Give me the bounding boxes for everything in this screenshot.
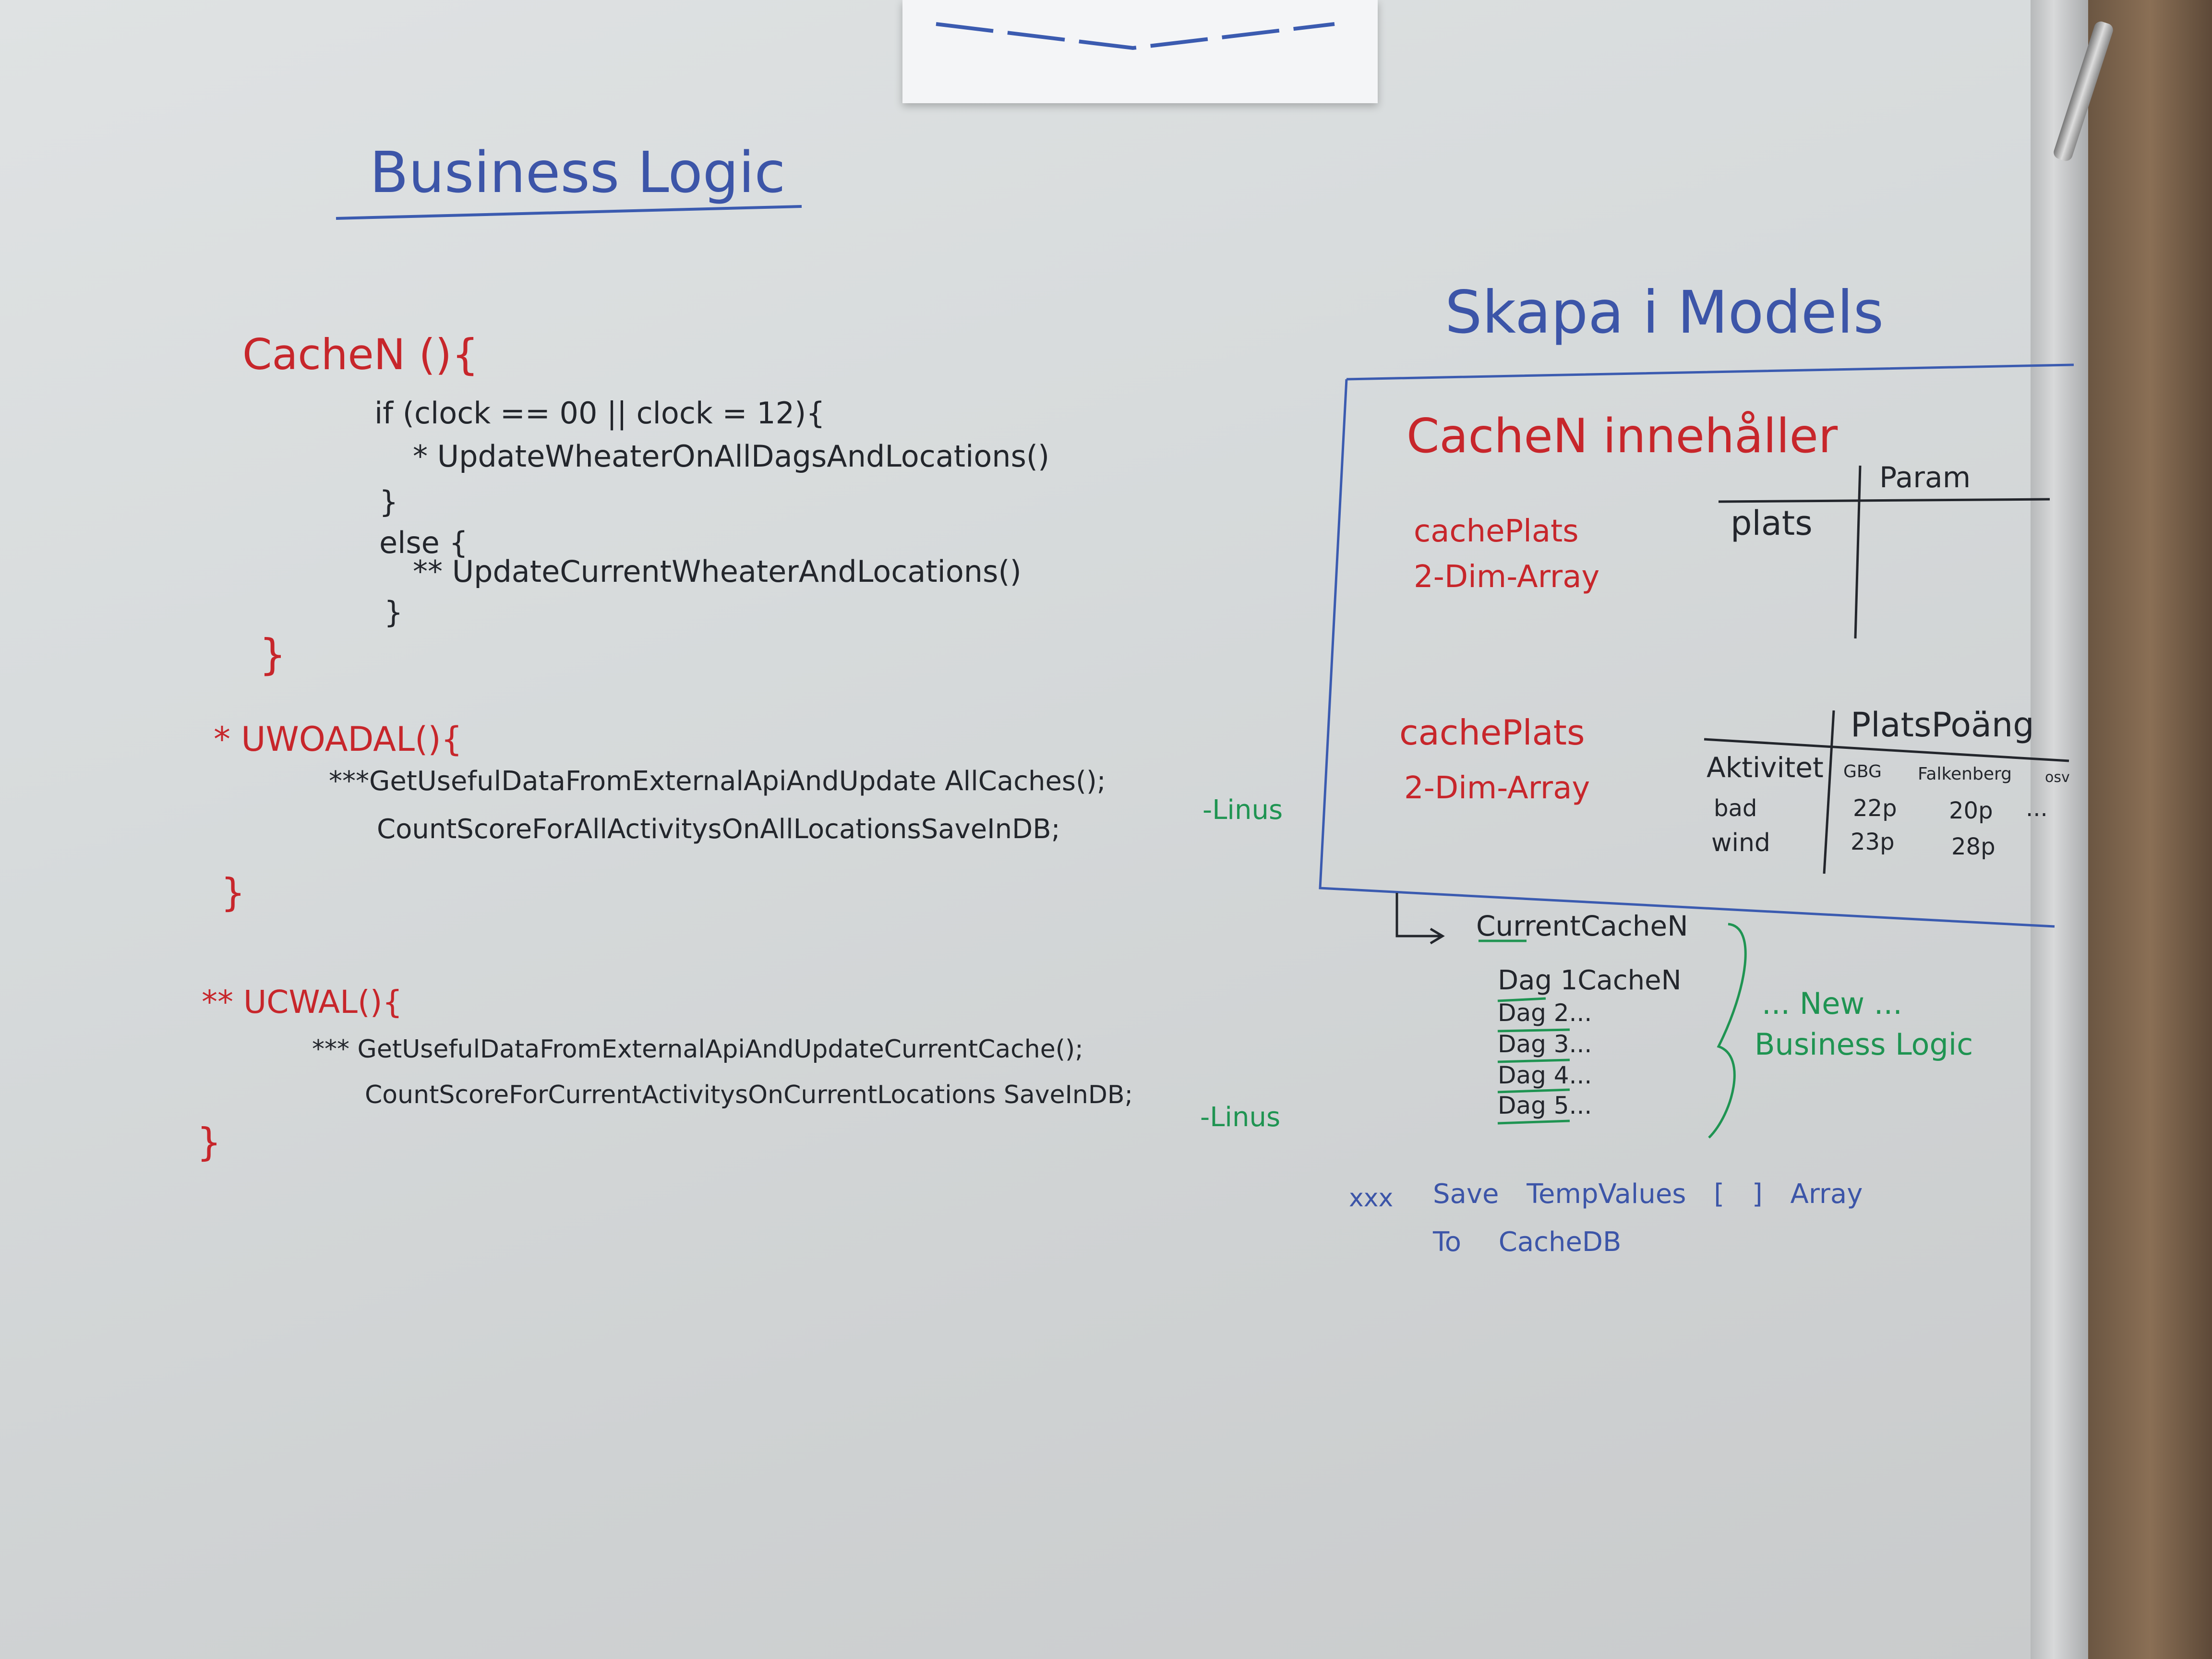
entry1-name: cachePlats: [1414, 514, 1579, 549]
page-title: Business Logic: [370, 139, 786, 205]
save-line1: Save TempValues [ ] Array: [1433, 1178, 1863, 1210]
ucwal-header: ** UCWAL(){: [202, 984, 403, 1021]
models-box-title: CacheN innehåller: [1407, 409, 1838, 464]
save-marker: xxx: [1349, 1184, 1394, 1213]
uwoadal-line1: ***GetUsefulDataFromExternalApiAndUpdate…: [329, 766, 1106, 797]
table2-column-falkenberg: Falkenberg: [1918, 764, 2012, 784]
entry2-type: 2-Dim-Array: [1404, 770, 1590, 806]
table1-vline: [1854, 465, 1862, 639]
table1-hline: [1718, 498, 2050, 503]
else-line: else {: [379, 525, 468, 560]
table1-col-header: Param: [1879, 461, 1971, 494]
models-box: [1319, 363, 2074, 928]
table2-column-gbg: GBG: [1843, 762, 1882, 781]
save-line2: To CacheDB: [1433, 1226, 1622, 1258]
ucwal-line1: *** GetUsefulDataFromExternalApiAndUpdat…: [312, 1035, 1083, 1064]
day-5-label: Dag 5...: [1498, 1092, 1592, 1119]
green-brace: [1708, 923, 1747, 1139]
cachen-close: }: [259, 630, 286, 679]
else-close: }: [384, 595, 403, 630]
table2-row-wind: wind: [1711, 829, 1770, 857]
uwoadal-author: -Linus: [1202, 794, 1283, 826]
paper-note: [902, 0, 1378, 103]
ucwal-author: -Linus: [1200, 1102, 1281, 1133]
arrow-to-current-cache: [1395, 893, 1440, 938]
table2-vline: [1823, 710, 1835, 874]
if-close: }: [379, 484, 398, 519]
table2-cell-wind-gbg: 23p: [1851, 829, 1895, 855]
wooden-wall: [2088, 0, 2212, 1659]
update-current-call: ** UpdateCurrentWheaterAndLocations(): [413, 554, 1022, 589]
day-4-label: Dag 4...: [1498, 1061, 1592, 1089]
uwoadal-close: }: [221, 870, 245, 915]
ucwal-close: }: [197, 1120, 221, 1165]
entry2-name: cachePlats: [1399, 712, 1585, 753]
table2-column-osv: osv: [2045, 769, 2070, 786]
whiteboard: [0, 0, 2035, 1659]
table2-col-header: PlatsPoäng: [1851, 705, 2034, 745]
day-underlines: [1479, 939, 1570, 1125]
table2-cell-bad-osv: ...: [2026, 795, 2048, 822]
update-all-call: * UpdateWheaterOnAllDagsAndLocations(): [413, 439, 1050, 474]
table2-cell-bad-gbg: 22p: [1853, 795, 1897, 822]
table2-cell-wind-falkenberg: 28p: [1951, 833, 1996, 860]
title-underline: [336, 205, 802, 220]
current-cache-label: CurrentCacheN: [1476, 910, 1688, 942]
table1-row-header: plats: [1731, 504, 1813, 543]
table2-cell-bad-falkenberg: 20p: [1949, 797, 1993, 824]
day-1-label: Dag 1CacheN: [1498, 965, 1682, 996]
cachen-header: CacheN (){: [242, 330, 479, 379]
if-line: if (clock == 00 || clock = 12){: [374, 396, 825, 431]
ucwal-line2: CountScoreForCurrentActivitysOnCurrentLo…: [365, 1081, 1133, 1109]
whiteboard-frame: [2031, 0, 2088, 1659]
table2-hline: [1704, 738, 2069, 762]
table2-row-bad: bad: [1714, 795, 1757, 822]
paper-stripe: [936, 22, 1335, 50]
uwoadal-header: * UWOADAL(){: [214, 720, 463, 759]
day-2-label: Dag 2...: [1498, 999, 1592, 1027]
table2-row-header: Aktivitet: [1707, 751, 1824, 784]
business-logic-note: Business Logic: [1755, 1027, 1973, 1062]
new-note: ... New ...: [1762, 986, 1902, 1021]
models-title: Skapa i Models: [1445, 278, 1884, 347]
entry1-type: 2-Dim-Array: [1414, 559, 1600, 595]
uwoadal-line2: CountScoreForAllActivitysOnAllLocationsS…: [377, 814, 1060, 845]
day-3-label: Dag 3...: [1498, 1030, 1592, 1058]
